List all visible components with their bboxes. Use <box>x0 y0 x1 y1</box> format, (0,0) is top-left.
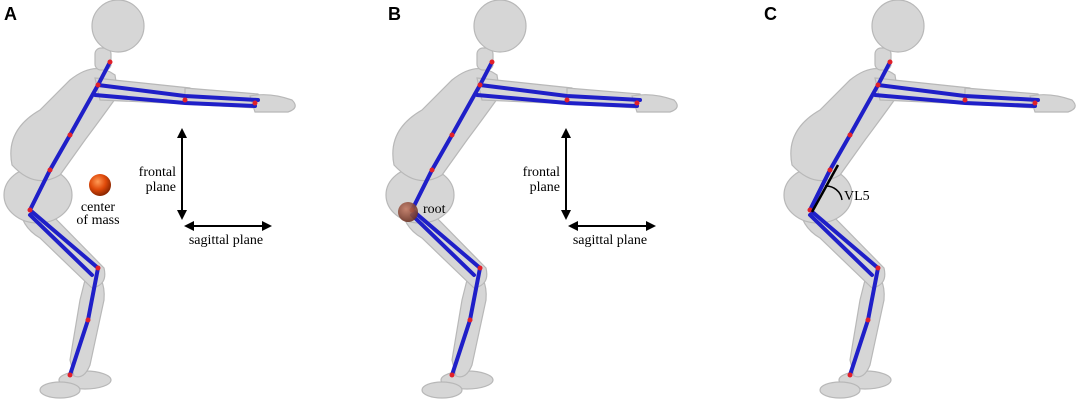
mannequin-figure-c <box>782 0 1078 400</box>
root-marker <box>398 202 418 222</box>
frontal-plane-label-a-line-1: frontal <box>139 165 176 180</box>
vl5-label: VL5 <box>844 189 870 204</box>
panel-a: A center of mass frontal plane sagittal … <box>2 0 298 400</box>
panel-b: B root frontal plane sagittal plane <box>384 0 680 400</box>
center-of-mass-label-line-2: of mass <box>76 213 119 228</box>
frontal-plane-label-b-line-2: plane <box>530 180 560 195</box>
panel-c: C VL5 <box>764 0 1078 400</box>
center-of-mass-label-line-1: center <box>81 200 116 215</box>
frontal-plane-label-a-line-2: plane <box>146 180 176 195</box>
mannequin-figure-a <box>2 0 298 400</box>
center-of-mass-marker <box>89 174 111 196</box>
vl5-segment-line <box>810 164 840 213</box>
mannequin-figure-b <box>384 0 680 400</box>
sagittal-plane-label-b: sagittal plane <box>573 233 647 248</box>
sagittal-plane-label-a: sagittal plane <box>189 233 263 248</box>
panel-letter-a: A <box>4 4 17 24</box>
frontal-plane-label-b-line-1: frontal <box>523 165 560 180</box>
root-label: root <box>423 202 446 217</box>
panel-letter-b: B <box>388 4 401 24</box>
panel-letter-c: C <box>764 4 777 24</box>
vl5-angle-arc <box>824 185 843 201</box>
